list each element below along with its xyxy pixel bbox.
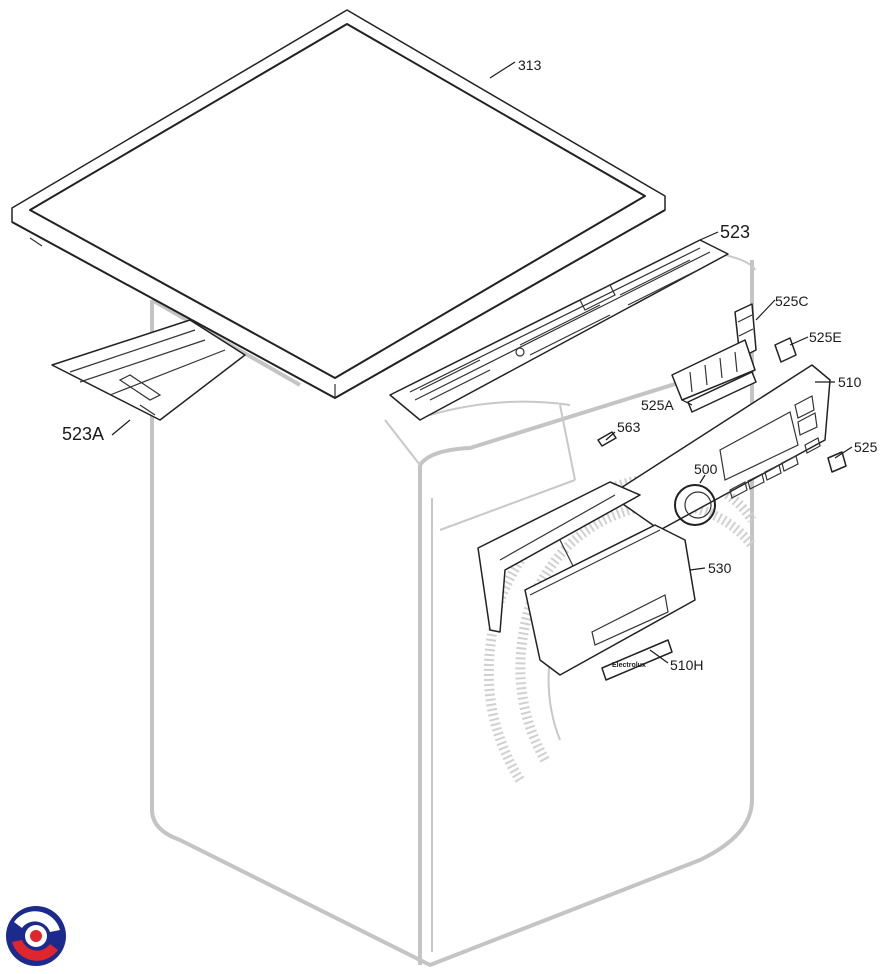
part-labels: 313 523 525C 525E 510 525A 563 525 500 5… bbox=[62, 57, 878, 673]
detergent-drawer bbox=[477, 481, 696, 676]
leader-563 bbox=[605, 431, 616, 441]
leader-525a bbox=[681, 399, 693, 406]
leader-510h bbox=[649, 649, 669, 664]
label-525c: 525C bbox=[775, 293, 808, 309]
handle-badge-510h: Electrolux bbox=[601, 639, 673, 681]
leader-525c bbox=[755, 299, 776, 321]
leader-523 bbox=[699, 231, 719, 241]
label-510h: 510H bbox=[670, 657, 703, 673]
leader-525e bbox=[789, 336, 809, 346]
label-525: 525 bbox=[854, 439, 878, 455]
label-530: 530 bbox=[708, 560, 732, 576]
leader-313 bbox=[489, 61, 516, 79]
top-rail-right bbox=[389, 239, 729, 421]
leader-500 bbox=[699, 474, 706, 484]
label-500: 500 bbox=[694, 461, 718, 477]
top-lid bbox=[11, 9, 666, 399]
leader-525 bbox=[834, 446, 853, 459]
control-panel bbox=[609, 364, 831, 531]
button-525e bbox=[774, 337, 797, 363]
label-523a: 523A bbox=[62, 424, 104, 444]
leader-530 bbox=[689, 567, 706, 571]
label-313: 313 bbox=[518, 57, 542, 73]
washer-body-outline bbox=[150, 249, 756, 967]
svg-text:Electrolux: Electrolux bbox=[612, 662, 646, 669]
label-525a: 525A bbox=[641, 397, 674, 413]
button-strip-525a bbox=[687, 371, 757, 413]
leader-523a bbox=[111, 419, 131, 436]
label-523: 523 bbox=[720, 222, 750, 242]
label-510: 510 bbox=[838, 374, 862, 390]
label-563: 563 bbox=[617, 419, 641, 435]
swirl-logo-icon bbox=[6, 906, 66, 966]
label-525e: 525E bbox=[809, 329, 842, 345]
button-525 bbox=[827, 451, 847, 473]
top-rail-left bbox=[51, 319, 246, 421]
button-module-panel bbox=[671, 339, 756, 401]
leader-lines bbox=[111, 61, 853, 664]
